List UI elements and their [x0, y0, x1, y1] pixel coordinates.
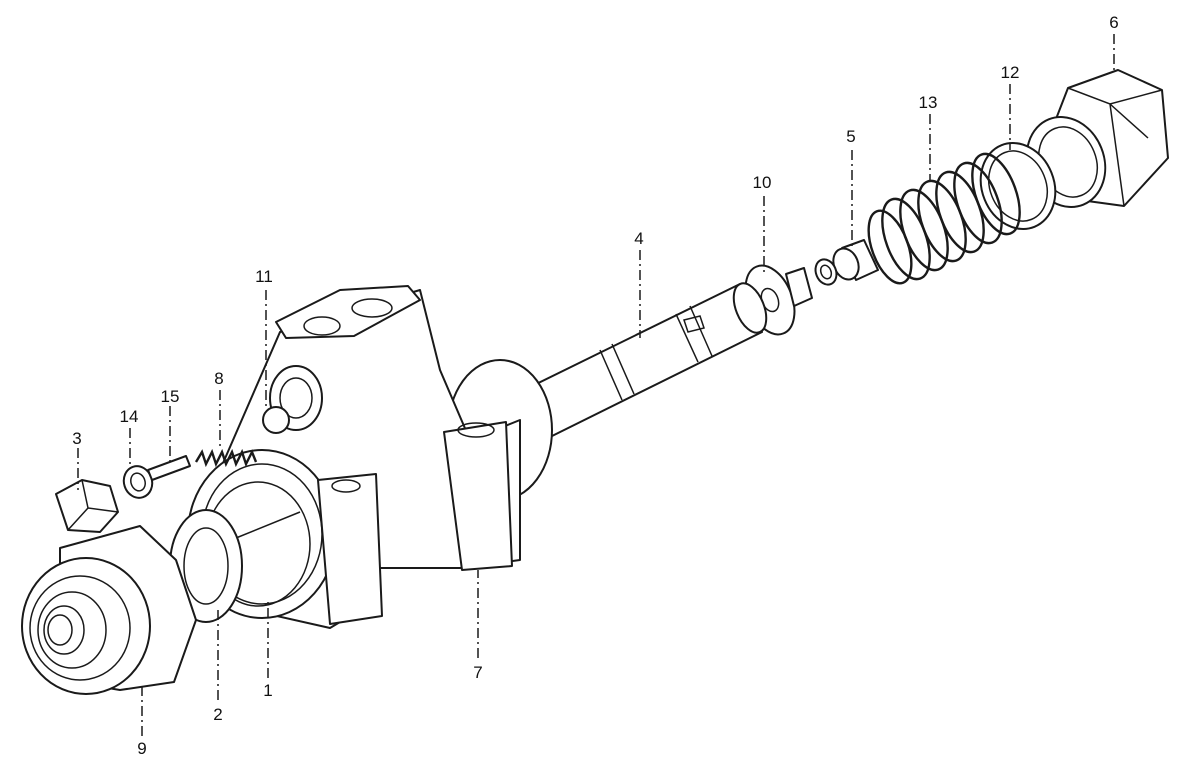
hex-nut-part-6 — [1025, 69, 1169, 208]
hex-bolt-part-3 — [55, 479, 119, 533]
callout-5: 5 — [846, 127, 855, 146]
ball-part-11 — [262, 406, 290, 434]
callout-10: 10 — [753, 173, 772, 192]
callout-15: 15 — [161, 387, 180, 406]
callout-2: 2 — [213, 705, 222, 724]
callout-6: 6 — [1109, 13, 1118, 32]
coil-spring-part-13 — [867, 152, 1021, 285]
callout-labels: 1 2 3 4 5 6 7 8 9 10 11 12 13 14 15 — [72, 13, 1118, 758]
callout-3: 3 — [72, 429, 81, 448]
callout-4: 4 — [634, 229, 643, 248]
sleeve-part-5 — [814, 239, 879, 286]
callout-8: 8 — [214, 369, 223, 388]
callout-13: 13 — [919, 93, 938, 112]
callout-1: 1 — [263, 681, 272, 700]
end-cap-part-9 — [21, 525, 197, 695]
pin-part-15 — [147, 455, 191, 481]
callout-11: 11 — [255, 267, 273, 286]
callout-9: 9 — [137, 739, 146, 758]
leader-lines — [77, 34, 1115, 736]
shaft-part-4 — [519, 282, 768, 439]
small-spring-part-8 — [194, 448, 258, 468]
callout-7: 7 — [473, 663, 482, 682]
callout-14: 14 — [120, 407, 139, 426]
callout-12: 12 — [1001, 63, 1020, 82]
